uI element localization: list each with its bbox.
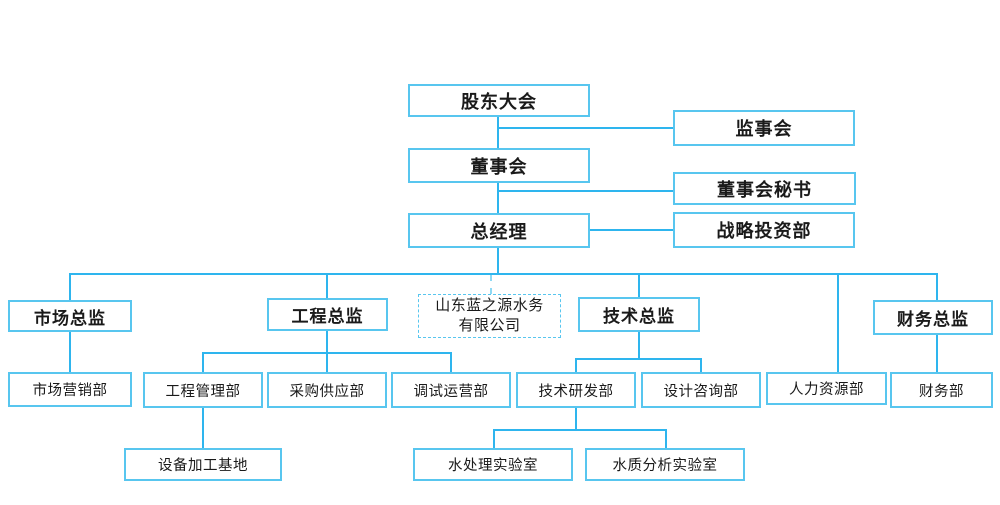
connector-drop-water-treatment-lab [493, 429, 495, 449]
connector-drop-water-quality-lab [665, 429, 667, 449]
node-engineering-management-dept: 工程管理部 [143, 372, 263, 408]
connector-gm-to-main-bus [497, 247, 499, 274]
node-strategic-investment-dept: 战略投资部 [673, 212, 855, 248]
connector-engineering-director-down [326, 330, 328, 373]
node-water-quality-analysis-lab: 水质分析实验室 [585, 448, 745, 481]
node-board-secretary: 董事会秘书 [673, 172, 856, 205]
node-marketing-director: 市场总监 [8, 300, 132, 332]
connector-to-equipment-base [202, 407, 204, 449]
connector-board-to-gm [497, 182, 499, 214]
node-finance-director: 财务总监 [873, 300, 993, 335]
node-design-consulting-dept: 设计咨询部 [641, 372, 761, 408]
node-water-treatment-lab: 水处理实验室 [413, 448, 573, 481]
connector-drop-technical-director [638, 273, 640, 298]
connector-to-supervisory-board [497, 127, 673, 129]
connector-marketing-director-to-dept [69, 331, 71, 373]
connector-to-strategic-investment [590, 229, 673, 231]
node-shareholders-meeting: 股东大会 [408, 84, 590, 117]
node-engineering-director: 工程总监 [267, 298, 388, 331]
connector-finance-director-to-dept [936, 334, 938, 373]
connector-to-board-secretary [497, 190, 673, 192]
connector-labs-bus [493, 429, 667, 431]
node-company-name: 山东蓝之源水务 有限公司 [418, 294, 561, 338]
node-marketing-dept: 市场营销部 [8, 372, 132, 407]
node-procurement-supply-dept: 采购供应部 [267, 372, 387, 408]
connector-drop-marketing-director [69, 273, 71, 301]
node-equipment-processing-base: 设备加工基地 [124, 448, 282, 481]
node-finance-dept: 财务部 [890, 372, 993, 408]
connector-engineering-children-bus [202, 352, 452, 354]
node-board-of-directors: 董事会 [408, 148, 590, 183]
connector-shareholders-to-board [497, 117, 499, 149]
node-commissioning-operations-dept: 调试运营部 [391, 372, 511, 408]
connector-drop-engineering-mgmt [202, 352, 204, 373]
connector-drop-finance-director [936, 273, 938, 301]
connector-rd-dept-down [575, 407, 577, 430]
connector-technical-children-bus [575, 358, 702, 360]
node-technology-rd-dept: 技术研发部 [516, 372, 636, 408]
connector-drop-design-consulting [700, 358, 702, 373]
connector-drop-hr-dept [837, 273, 839, 373]
connector-drop-rd-dept [575, 358, 577, 373]
connector-drop-engineering-director [326, 273, 328, 299]
connector-technical-director-down [638, 330, 640, 360]
node-hr-dept: 人力资源部 [766, 372, 887, 405]
connector-drop-commissioning [450, 352, 452, 373]
node-technical-director: 技术总监 [578, 297, 700, 332]
connector-drop-company-dashed [490, 275, 492, 294]
connector-main-bus [69, 273, 938, 275]
node-general-manager: 总经理 [408, 213, 590, 248]
node-supervisory-board: 监事会 [673, 110, 855, 146]
